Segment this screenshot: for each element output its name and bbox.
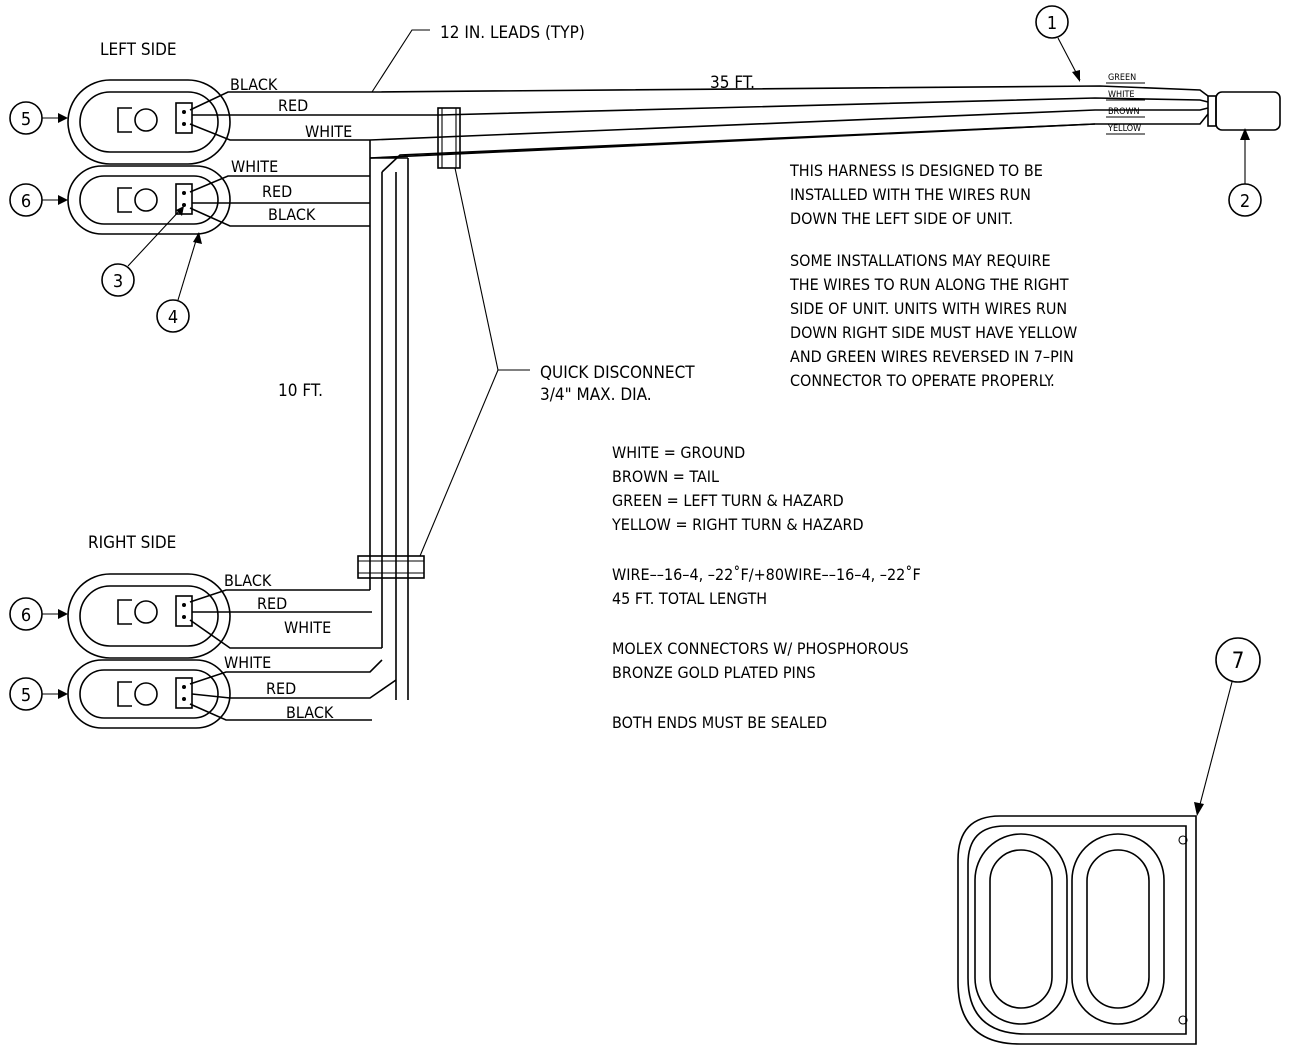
wire-label-green: GREEN — [1108, 73, 1136, 83]
wire-label-red-l6: RED — [262, 182, 292, 201]
sealed-note: BOTH ENDS MUST BE SEALED — [612, 713, 827, 732]
note-line: CONNECTOR TO OPERATE PROPERLY. — [790, 371, 1055, 390]
wire-label-white-l5: WHITE — [305, 122, 352, 141]
note-line: DOWN RIGHT SIDE MUST HAVE YELLOW — [790, 323, 1077, 342]
callout-3: 3 — [101, 206, 184, 297]
seven-pin-connector — [1207, 91, 1281, 131]
end-wire-underlines — [1106, 82, 1145, 135]
callout-4: 4 — [156, 232, 202, 333]
callout-7: 7 — [1194, 637, 1261, 816]
notes-para2: SOME INSTALLATIONS MAY REQUIRE THE WIRES… — [789, 251, 1077, 390]
wire-label-black-l5: BLACK — [230, 75, 278, 94]
wire-spec: WIRE––16–4, –22˚F/+80WIRE––16–4, –22˚F 4… — [612, 565, 921, 608]
wire-label-black-l6: BLACK — [268, 205, 316, 224]
callout-6-left: 6 — [9, 183, 68, 217]
quick-disconnect-label: QUICK DISCONNECT — [540, 363, 695, 383]
leads-leader — [371, 29, 430, 93]
legend-line: WHITE = GROUND — [612, 443, 745, 462]
legend-line: GREEN = LEFT TURN & HAZARD — [612, 491, 844, 510]
callout-5-right-number: 5 — [21, 685, 31, 706]
vertical-harness-10ft — [369, 157, 409, 700]
callout-3-number: 3 — [113, 271, 123, 292]
callout-5-right: 5 — [9, 677, 68, 711]
wire-label-white-r6: WHITE — [284, 618, 331, 637]
length-35ft-label: 35 FT. — [710, 73, 755, 93]
wire-label-yellow: YELLOW — [1107, 124, 1141, 134]
wire-label-white-r5: WHITE — [224, 653, 271, 672]
callout-5-left: 5 — [9, 101, 68, 135]
note-line: DOWN THE LEFT SIDE OF UNIT. — [790, 209, 1013, 228]
molex-line: BRONZE GOLD PLATED PINS — [612, 663, 816, 682]
callout-5-left-number: 5 — [21, 109, 31, 130]
note-line: INSTALLED WITH THE WIRES RUN — [790, 185, 1031, 204]
left-lamp-wires — [189, 91, 440, 227]
main-harness-cable — [369, 85, 1209, 173]
quick-disconnect-dia-label: 3/4" MAX. DIA. — [540, 385, 652, 405]
callout-2: 2 — [1228, 128, 1262, 217]
legend-line: BROWN = TAIL — [612, 467, 719, 486]
callout-2-number: 2 — [1240, 191, 1250, 212]
lamp-right-5 — [67, 659, 231, 729]
note-line: AND GREEN WIRES REVERSED IN 7–PIN — [790, 347, 1074, 366]
spec-line: WIRE––16–4, –22˚F/+80WIRE––16–4, –22˚F — [612, 565, 921, 584]
molex-note: MOLEX CONNECTORS W/ PHOSPHOROUS BRONZE G… — [612, 639, 909, 682]
callout-6-left-number: 6 — [21, 191, 31, 212]
quick-disconnect-leaders — [419, 167, 530, 557]
callout-6-right-number: 6 — [21, 605, 31, 626]
notes-para1: THIS HARNESS IS DESIGNED TO BE INSTALLED… — [789, 161, 1043, 228]
note-line: THIS HARNESS IS DESIGNED TO BE — [789, 161, 1043, 180]
quick-disconnect-lower — [357, 555, 425, 579]
mounting-plate — [957, 815, 1197, 1045]
wire-label-black-r5: BLACK — [286, 703, 334, 722]
wire-label-brown: BROWN — [1108, 107, 1140, 117]
right-lamp-wires — [189, 589, 397, 721]
callout-7-number: 7 — [1232, 649, 1245, 674]
right-side-label: RIGHT SIDE — [88, 533, 176, 553]
lamp-left-6 — [67, 165, 231, 235]
note-line: SIDE OF UNIT. UNITS WITH WIRES RUN — [790, 299, 1067, 318]
wire-color-legend: WHITE = GROUND BROWN = TAIL GREEN = LEFT… — [611, 443, 864, 534]
spec-line: 45 FT. TOTAL LENGTH — [612, 589, 767, 608]
callout-1: 1 — [1035, 5, 1081, 82]
legend-line: YELLOW = RIGHT TURN & HAZARD — [611, 515, 864, 534]
callout-6-right: 6 — [9, 597, 68, 631]
lamp-left-5 — [67, 79, 231, 165]
note-line: THE WIRES TO RUN ALONG THE RIGHT — [789, 275, 1069, 294]
callout-1-number: 1 — [1047, 13, 1057, 34]
length-10ft-label: 10 FT. — [278, 381, 323, 401]
molex-line: MOLEX CONNECTORS W/ PHOSPHOROUS — [612, 639, 909, 658]
note-line: SOME INSTALLATIONS MAY REQUIRE — [790, 251, 1051, 270]
quick-disconnect-upper — [437, 107, 461, 169]
lamp-right-6 — [67, 573, 231, 659]
callout-4-number: 4 — [168, 307, 178, 328]
leads-label: 12 IN. LEADS (TYP) — [440, 23, 585, 43]
wire-label-red-r6: RED — [257, 594, 287, 613]
wire-label-black-r6: BLACK — [224, 571, 272, 590]
left-side-label: LEFT SIDE — [100, 40, 177, 60]
wire-label-red-r5: RED — [266, 679, 296, 698]
wire-label-red-l5: RED — [278, 96, 308, 115]
wire-label-white-end: WHITE — [1108, 90, 1135, 100]
wire-label-white-l6: WHITE — [231, 157, 278, 176]
